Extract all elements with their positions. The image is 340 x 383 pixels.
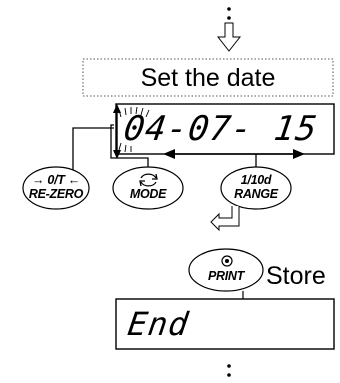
rotate-icon <box>139 173 158 187</box>
blink-marks-icon <box>118 106 150 153</box>
print-icon <box>221 255 233 267</box>
up-down-arrows-icon <box>113 104 121 159</box>
range-button-shape <box>220 166 292 210</box>
step-title: Set the date <box>140 63 276 92</box>
display-bottom-value: End <box>125 305 192 343</box>
range-to-print-arrow-icon <box>210 206 240 232</box>
mode-button[interactable]: MODE <box>113 187 183 201</box>
display-top <box>115 103 335 155</box>
store-label: Store <box>266 262 326 290</box>
left-right-arrows-icon <box>163 149 305 159</box>
range-button[interactable]: 1/10d RANGE <box>221 173 291 201</box>
rezero-button-shape <box>22 166 90 210</box>
display-bottom <box>115 298 335 350</box>
print-button-shape <box>188 248 264 292</box>
range-button-label: RANGE <box>234 187 278 201</box>
continue-dots-bottom <box>227 364 231 377</box>
rezero-button-top-label: → 0/T ← <box>32 173 80 187</box>
print-button[interactable]: PRINT <box>189 269 263 283</box>
range-button-top-label: 1/10d <box>240 173 272 187</box>
print-button-label: PRINT <box>207 269 244 283</box>
mode-button-label: MODE <box>129 187 167 201</box>
continue-dots-top <box>227 7 231 20</box>
down-arrow-icon <box>216 22 242 52</box>
display-top-value: 04-07- 15 <box>121 109 321 149</box>
mode-button-shape <box>112 166 184 210</box>
rezero-button[interactable]: → 0/T ← RE-ZERO <box>23 173 89 201</box>
rezero-button-label: RE-ZERO <box>28 187 84 201</box>
